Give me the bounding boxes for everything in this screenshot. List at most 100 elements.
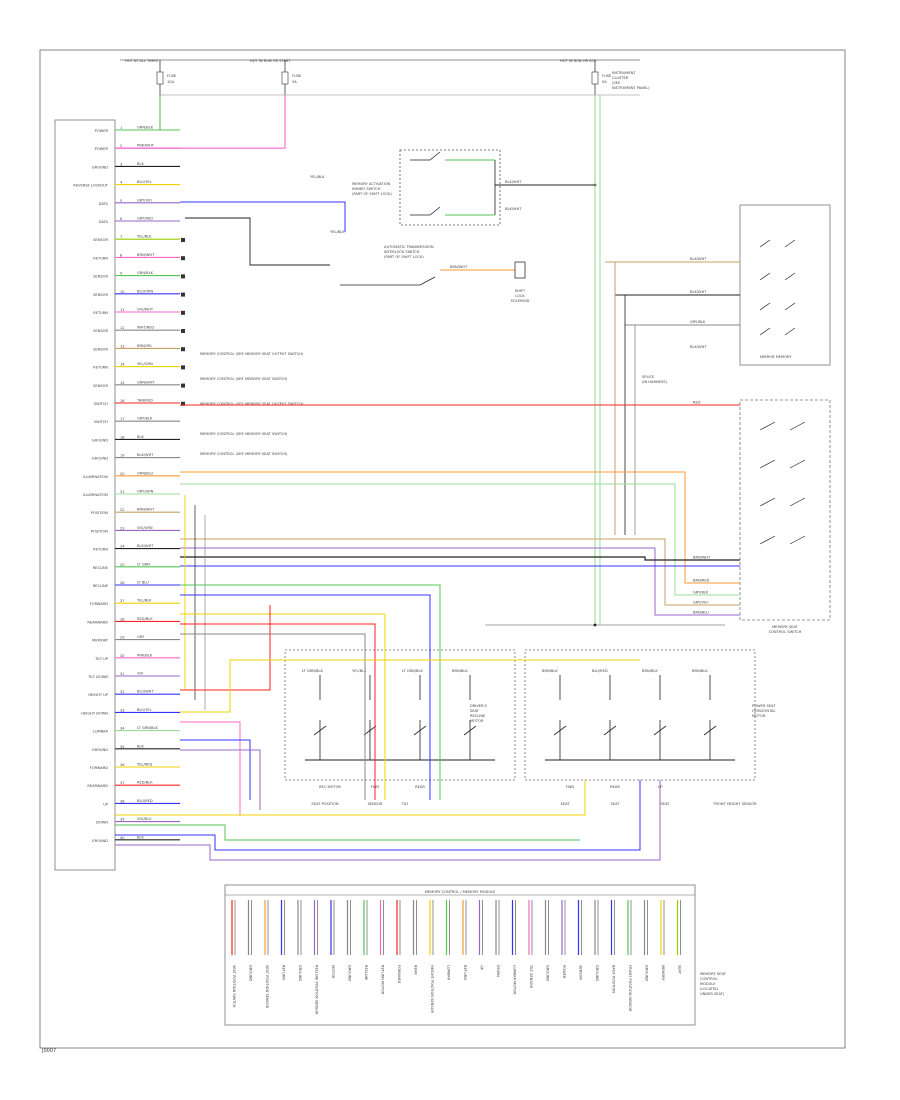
wire-code: BLK/WHT <box>505 207 522 211</box>
wire-code: WHT/RED <box>137 326 154 330</box>
bank-b-label: MOTOR <box>752 714 766 718</box>
module-pin-label: REARWARD <box>87 620 108 624</box>
pin-number: 10 <box>120 290 125 294</box>
bottom-loop <box>115 780 586 816</box>
pin-number: 34 <box>120 727 125 731</box>
wire-code: GRY <box>137 635 145 639</box>
grid-col-label: RETURN <box>282 965 286 980</box>
pin-number: 40 <box>120 836 125 840</box>
module-pin-label: TILT UP <box>94 657 109 661</box>
wire-code: LT GRN/BLK <box>302 669 323 673</box>
solenoid-label: SHIFT <box>515 289 526 293</box>
reverse-lockout-wire <box>180 201 346 232</box>
switch-contact <box>759 327 771 336</box>
motor-wire <box>180 613 386 800</box>
wire-code: ORN/BLU <box>137 471 154 475</box>
grid-col-label: GROUND <box>546 965 550 981</box>
pin-number: 18 <box>120 435 125 439</box>
module-pin-label: DATA <box>99 202 109 206</box>
wire-code: YEL/BLK <box>310 175 325 179</box>
module-pin-label: RETURN <box>93 311 108 315</box>
grid-col-label: LUMBAR <box>447 965 451 980</box>
wire-code: VIO/ORN <box>137 526 153 530</box>
bottom-loop <box>115 824 580 841</box>
component-label: SEAT POSITION <box>311 802 338 806</box>
pin-number: 22 <box>120 508 125 512</box>
fuse-label: FUSE <box>167 74 177 78</box>
switch-contact <box>410 206 441 216</box>
data-wire <box>185 217 330 266</box>
module-pin-label: POSITION <box>91 529 108 533</box>
grid-col-label: SEAT POSITION SWITCH <box>232 965 236 1008</box>
connector-icon <box>181 256 185 261</box>
switch-contact <box>463 725 477 736</box>
wire-code: PNK/WHT <box>137 144 155 148</box>
trans-switch-contact <box>340 276 436 286</box>
pin-number: 27 <box>120 599 125 603</box>
fuse-icon <box>591 71 599 85</box>
wire-code: BLK/WHT <box>690 257 707 261</box>
module-group-label: MEMORY CONTROL (SEE MEMORY SEAT SWITCH) <box>200 432 288 436</box>
wire-code: BLU/RED <box>592 669 608 673</box>
grid-col-label: RECLINE <box>364 965 368 981</box>
pin-number: 30 <box>120 654 125 658</box>
grid-col-label: REAR <box>414 965 418 975</box>
trans-switch-label: (PART OF SHIFT LOCK) <box>384 255 424 259</box>
module-pin-label: ILLUMINATION <box>83 475 109 479</box>
wire-code: BLU/YEL <box>137 180 152 184</box>
pin-number: 37 <box>120 781 125 785</box>
wire-code: GRY/BLK <box>137 417 153 421</box>
top-source-label: HOT IN RUN OR ACC <box>560 59 597 63</box>
bank-b-label: HORIZONTAL <box>752 709 775 713</box>
switch-contact <box>784 272 796 281</box>
component-label: SENSOR <box>368 802 383 806</box>
wire-code: PNK/BLK <box>137 653 153 657</box>
module-pin-label: REARWARD <box>87 784 108 788</box>
wire-code: BLU/WHT <box>137 690 154 694</box>
module-group-label: MEMORY CONTROL (SEE MEMORY SEAT OUTPUT S… <box>200 402 304 406</box>
wire-code: BLK/WHT <box>505 180 522 184</box>
module-pin-label: DOWN <box>96 821 108 825</box>
wire-code: LT GRN/BLK <box>402 669 423 673</box>
wire-code: GRY/VIO <box>137 198 152 202</box>
grid-col-label: MOTOR <box>331 965 335 979</box>
wire-code: GRY/BLK <box>690 320 706 324</box>
module-pin-label: POSITION <box>91 511 108 515</box>
wire-code: BLK <box>137 835 144 839</box>
grid-col-label: RETURN MOTOR <box>381 965 385 995</box>
component-label: TILT <box>401 802 410 806</box>
pin-number: 24 <box>120 545 125 549</box>
grid-note: (LOCATED <box>700 987 718 991</box>
trans-switch-label: INTERLOCK SWITCH <box>384 250 420 254</box>
top-note: (SEE <box>612 81 621 85</box>
grid-col-label: RECLINE POSITION SENSOR <box>315 965 319 1015</box>
seat-wire <box>180 739 251 800</box>
pin-number: 12 <box>120 326 125 330</box>
wire-code: GRY/GRN <box>137 490 154 494</box>
switch-contact <box>759 535 776 545</box>
module-pin-label: REVERSE LOCKOUT <box>73 184 109 188</box>
wire-code: RED/BLK <box>137 781 153 785</box>
switch-contact <box>759 272 771 281</box>
switch-contact <box>363 725 377 736</box>
component-label: SEAT <box>661 802 671 806</box>
mirror-memory-title: MIRROR MEMORY <box>760 355 792 359</box>
mirror-memory-box <box>739 204 831 366</box>
module-pin-label: SENSOR <box>93 384 108 388</box>
pin-number: 32 <box>120 690 125 694</box>
inhibit-switch-label: (PART OF SHIFT LOCK) <box>352 192 392 196</box>
footer-code: J0007 <box>41 1048 56 1054</box>
seat-wire <box>180 749 261 810</box>
solenoid-icon <box>514 261 526 279</box>
motor-wire <box>180 633 366 800</box>
bank-a-label: RECLINE <box>470 714 486 718</box>
switch-contact <box>789 497 806 507</box>
grid-col-label: SENSOR <box>579 965 583 980</box>
wire-code: VIO/WHT <box>137 308 154 312</box>
wire-code: RED/BLK <box>137 617 153 621</box>
grid-col-label: GROUND <box>595 965 599 981</box>
bank-b-label: POWER SEAT <box>752 704 776 708</box>
grid-col-label: POWER <box>562 965 566 979</box>
wire-code: RED <box>693 401 701 405</box>
